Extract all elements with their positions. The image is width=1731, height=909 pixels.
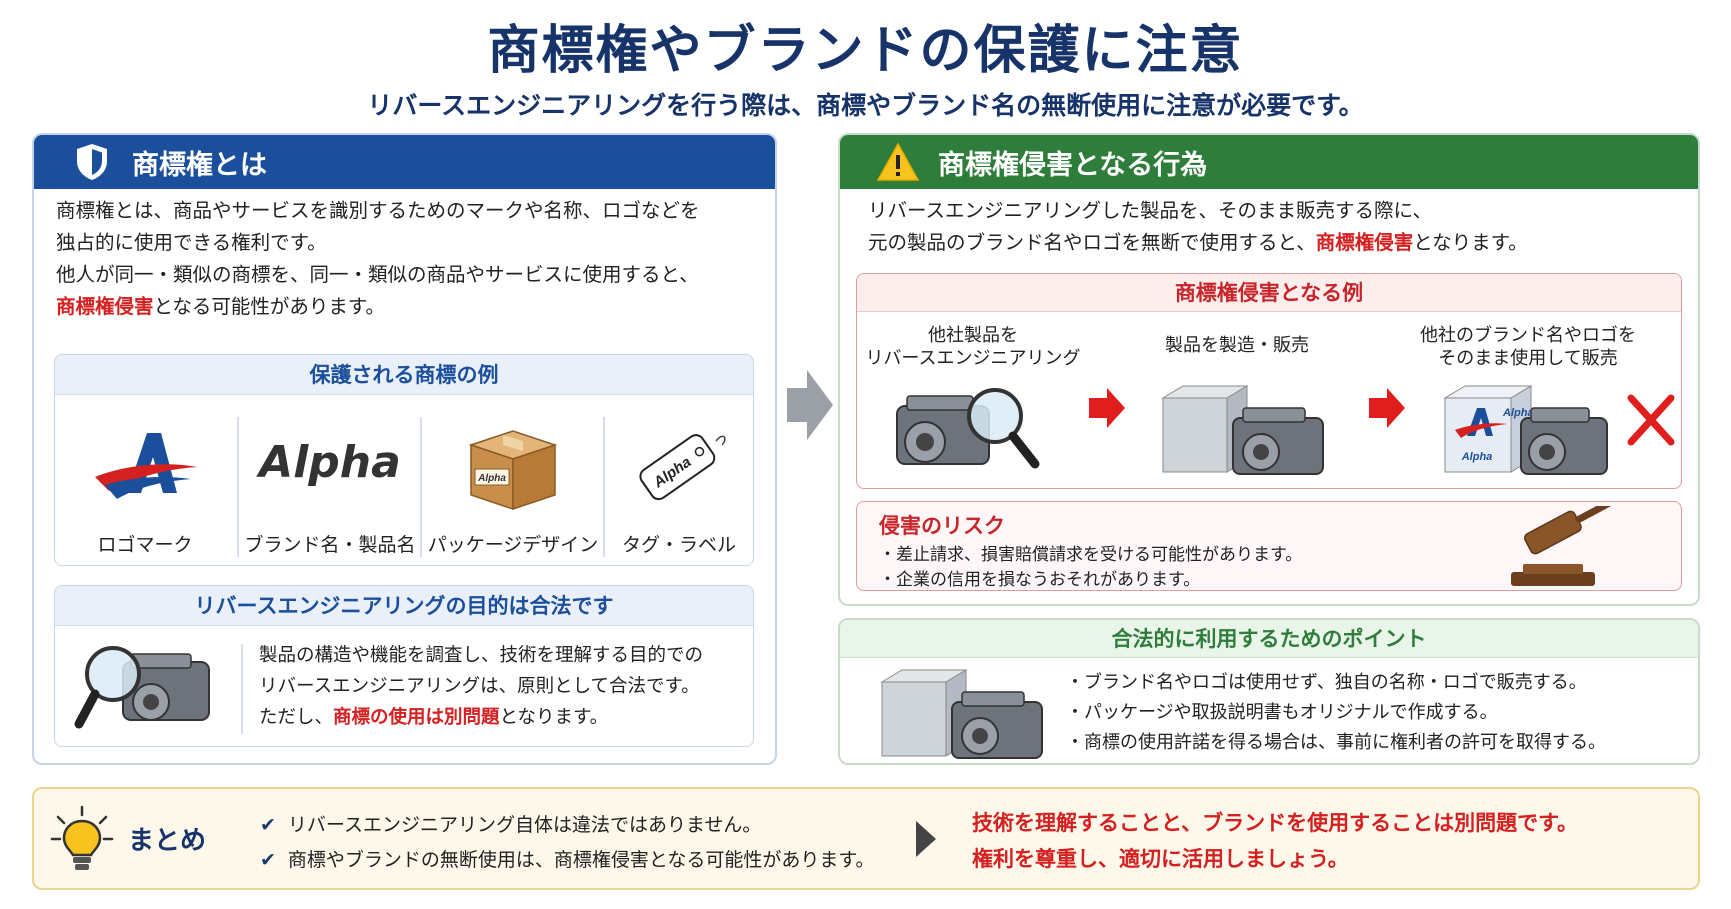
engine-magnifier-image <box>896 388 1040 469</box>
legal-purpose-heading: リバースエンジニアリングの目的は合法です <box>55 586 753 626</box>
example-package: Alpha パッケージデザイン <box>423 417 603 557</box>
trademark-def-line2: 独占的に使用できる権利です。 <box>56 231 327 254</box>
triangle-arrow-icon <box>916 821 936 857</box>
infringement-line2: 元の製品のブランド名やロゴを無断で使用すると、商標権侵害となります。 <box>868 231 1528 254</box>
trademark-panel: 商標権とは 商標権とは、商品やサービスを識別するためのマークや名称、ロゴなどを … <box>32 133 777 765</box>
trademark-panel-title: 商標権とは <box>132 149 267 181</box>
point-item-2: ・パッケージや取扱説明書もオリジナルで作成する。 <box>1066 702 1498 723</box>
example-tag-label: タグ・ラベル <box>621 534 736 556</box>
product-box-engine-image <box>1161 385 1324 475</box>
red-arrow-icon <box>1369 388 1405 428</box>
check-icon: ✔ <box>260 849 276 871</box>
gavel-icon <box>1511 506 1618 586</box>
example-brand-name: Alpha ブランド名・製品名 <box>240 417 420 557</box>
example-brand-label: ブランド名・製品名 <box>244 534 416 556</box>
cross-mark-icon <box>1627 394 1675 446</box>
summary-message-1: 技術を理解することと、ブランドを使用することは別問題です。 <box>972 811 1579 835</box>
infringement-line1: リバースエンジニアリングした製品を、そのまま販売する際に、 <box>868 199 1432 222</box>
risk-box: 侵害のリスク ・差止請求、損害賠償請求を受ける可能性があります。 ・企業の信用を… <box>856 501 1682 591</box>
risk-heading: 侵害のリスク <box>879 514 1005 538</box>
protected-examples-box: 保護される商標の例 ロゴマーク Alpha ブランド名・製品名 Alpha <box>54 354 754 566</box>
product-box-engine-image <box>880 669 1043 759</box>
divider <box>237 417 239 557</box>
example-logo-label: ロゴマーク <box>97 534 193 556</box>
infringement-emphasis: 商標権侵害 <box>56 295 154 318</box>
flow-arrow-icon <box>787 370 833 440</box>
point-item-3: ・商標の使用許諾を得る場合は、事前に権利者の許可を取得する。 <box>1066 732 1606 753</box>
infringement-emphasis: 商標権侵害 <box>1315 231 1414 254</box>
point-item-1: ・ブランド名やロゴは使用せず、独自の名称・ロゴで販売する。 <box>1066 672 1587 693</box>
shield-icon <box>70 140 114 184</box>
infringement-example-heading: 商標権侵害となる例 <box>857 274 1681 312</box>
red-arrow-icon <box>1089 388 1125 428</box>
legal-line1: 製品の構造や機能を調査し、技術を理解する目的での <box>259 645 704 666</box>
lightbulb-icon <box>50 805 114 870</box>
infringement-example-box: 商標権侵害となる例 他社製品を リバースエンジニアリング 製品を製造・販売 他社… <box>856 273 1682 489</box>
example-logo-mark: ロゴマーク <box>55 417 235 557</box>
divider <box>603 417 605 557</box>
summary-check-2: ✔商標やブランドの無断使用は、商標権侵害となる可能性があります。 <box>260 849 875 871</box>
trademark-panel-header: 商標権とは <box>34 135 775 189</box>
trademark-def-line1: 商標権とは、商品やサービスを識別するためのマークや名称、ロゴなどを <box>56 199 700 222</box>
branded-box-engine-image: Alpha Alpha <box>1443 385 1608 475</box>
protected-examples-heading: 保護される商標の例 <box>55 355 753 395</box>
divider <box>241 644 243 734</box>
risk-item-2: ・企業の信用を損なうおそれがあります。 <box>879 570 1201 590</box>
infringement-panel-header: 商標権侵害となる行為 <box>840 135 1698 189</box>
package-text: Alpha <box>477 473 506 484</box>
divider <box>420 417 422 557</box>
page-subtitle: リバースエンジニアリングを行う際は、商標やブランド名の無断使用に注意が必要です。 <box>367 91 1364 120</box>
warning-icon <box>876 140 920 184</box>
tag-label-icon: Alpha <box>639 434 726 501</box>
check-icon: ✔ <box>260 814 276 836</box>
branded-box-text-top: Alpha <box>1502 407 1534 419</box>
summary-check-1: ✔リバースエンジニアリング自体は違法ではありません。 <box>260 814 762 836</box>
example-tag: Alpha タグ・ラベル <box>603 417 755 557</box>
step1-label: 他社製品を リバースエンジニアリング <box>865 325 1081 369</box>
legal-line3: ただし、商標の使用は別問題となります。 <box>259 707 609 728</box>
brand-name-sample: Alpha <box>259 437 401 488</box>
legal-use-points-panel: 合法的に利用するためのポイント ・ブランド名やロゴは使用せず、独自の名称・ロゴで… <box>838 618 1700 765</box>
infringement-panel-title: 商標権侵害となる行為 <box>938 149 1208 181</box>
risk-item-1: ・差止請求、損害賠償請求を受ける可能性があります。 <box>879 545 1303 565</box>
step2-label: 製品を製造・販売 <box>1165 335 1309 356</box>
trademark-def-line4: 商標権侵害となる可能性があります。 <box>56 295 385 318</box>
cardboard-box-icon: Alpha <box>468 430 558 511</box>
logo-mark-icon <box>95 433 197 499</box>
page-title: 商標権やブランドの保護に注意 <box>487 21 1244 81</box>
magnifier-engine-icon <box>74 646 210 729</box>
trademark-def-line3: 他人が同一・類似の商標を、同一・類似の商品やサービスに使用すると、 <box>56 263 699 286</box>
legal-line2: リバースエンジニアリングは、原則として合法です。 <box>259 676 700 697</box>
summary-message-2: 権利を尊重し、適切に活用しましょう。 <box>972 847 1349 871</box>
summary-bar: まとめ ✔リバースエンジニアリング自体は違法ではありません。 ✔商標やブランドの… <box>32 787 1700 890</box>
summary-label: まとめ <box>128 826 207 856</box>
branded-box-text-bottom: Alpha <box>1461 451 1493 463</box>
infringement-panel: 商標権侵害となる行為 リバースエンジニアリングした製品を、そのまま販売する際に、… <box>838 133 1700 606</box>
trademark-separate-emphasis: 商標の使用は別問題 <box>333 707 500 728</box>
legal-use-points-heading: 合法的に利用するためのポイント <box>840 620 1698 658</box>
example-package-label: パッケージデザイン <box>427 534 599 556</box>
step3-label: 他社のブランド名やロゴを そのまま使用して販売 <box>1420 325 1636 369</box>
legal-purpose-box: リバースエンジニアリングの目的は合法です 製品の構造や機能を調査し、技術を理解す… <box>54 585 754 747</box>
